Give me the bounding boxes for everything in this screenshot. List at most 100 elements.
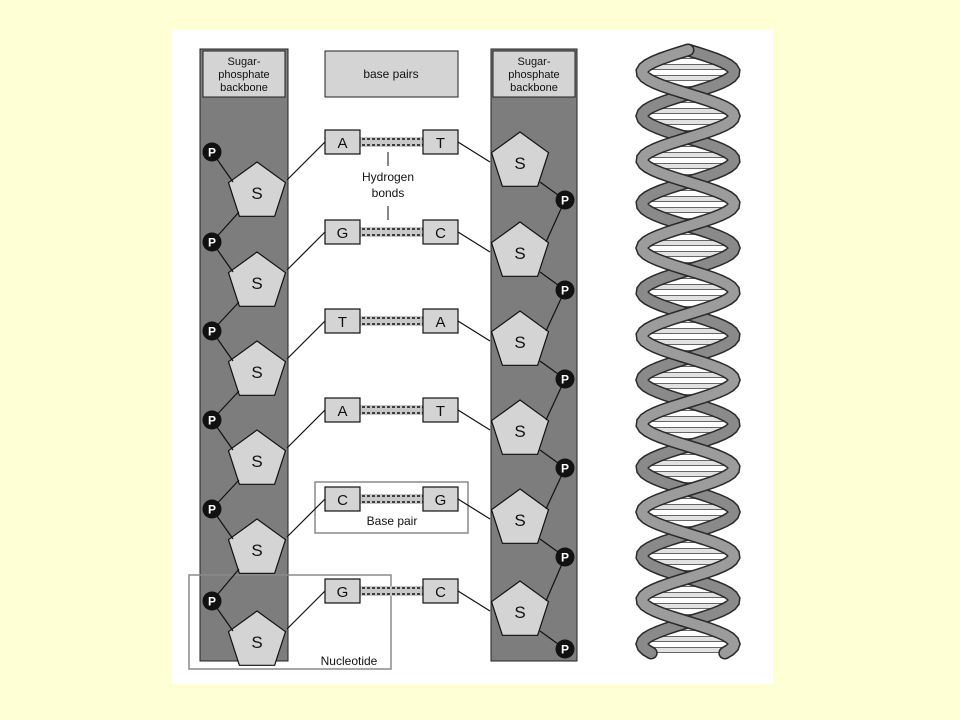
helix-strand-b-fill xyxy=(636,45,740,658)
base-box-left xyxy=(324,397,361,423)
hydrogen-bond-band xyxy=(360,405,426,415)
nucleotide-highlight-box xyxy=(188,574,392,670)
base-pair-highlight-box xyxy=(314,481,469,534)
right-sugar-base-link xyxy=(457,320,491,342)
right-sugar-base-link xyxy=(457,141,491,163)
right-sugar-label: S xyxy=(514,333,525,352)
phosphate-circle xyxy=(202,410,222,430)
right-sugar-base-link xyxy=(457,231,491,253)
right-backbone-header-box xyxy=(492,50,576,98)
hydrogen-bonds-label-line-1: Hydrogen xyxy=(362,170,414,184)
phosphate-label: P xyxy=(561,194,569,208)
left-sugar-label: S xyxy=(251,541,262,560)
left-sugar-pentagon xyxy=(227,340,287,396)
base-right-letter: C xyxy=(435,225,446,242)
phosphate-circle xyxy=(202,232,222,252)
left-sugar-base-link xyxy=(286,231,326,271)
base-left-letter: A xyxy=(337,135,347,152)
phosphate-label: P xyxy=(208,414,216,428)
base-right-letter: G xyxy=(435,492,447,509)
phosphate-label: P xyxy=(208,503,216,517)
right-sugar-pentagon xyxy=(490,488,550,544)
left-backbone-header-line-2: phosphate xyxy=(218,69,269,81)
helix-rung xyxy=(649,647,727,653)
left-sugar-label: S xyxy=(251,363,262,382)
base-box-right xyxy=(422,308,459,334)
phosphate-label: P xyxy=(208,236,216,250)
base-pair-label: Base pair xyxy=(367,514,418,528)
left-backbone-header-line-1: Sugar- xyxy=(227,56,260,68)
base-box-left xyxy=(324,578,361,604)
right-sugar-label: S xyxy=(514,154,525,173)
base-box-right xyxy=(422,129,459,155)
right-sugar-pentagon xyxy=(490,131,550,187)
phosphate-circle xyxy=(202,142,222,162)
phosphate-circle xyxy=(555,369,575,389)
phosphate-label: P xyxy=(208,325,216,339)
phosphate-circle xyxy=(555,190,575,210)
left-sugar-base-link xyxy=(286,409,326,449)
right-sugar-label: S xyxy=(514,511,525,530)
phosphate-circle xyxy=(555,280,575,300)
nucleotide-label: Nucleotide xyxy=(321,654,378,668)
right-sugar-base-link xyxy=(457,498,491,520)
left-sugar-label: S xyxy=(251,633,262,652)
base-box-right xyxy=(422,486,459,512)
base-left-letter: C xyxy=(337,492,348,509)
right-sugar-base-link xyxy=(457,409,491,431)
right-backbone-header-line-2: phosphate xyxy=(508,69,559,81)
base-box-left xyxy=(324,486,361,512)
hydrogen-bond-band xyxy=(360,586,426,596)
left-sugar-pentagon xyxy=(227,251,287,307)
base-box-left xyxy=(324,129,361,155)
base-pairs-header: base pairs xyxy=(363,67,418,81)
phosphate-label: P xyxy=(561,643,569,657)
right-backbone-header-line-1: Sugar- xyxy=(517,56,550,68)
right-sugar-label: S xyxy=(514,244,525,263)
hydrogen-bond-band xyxy=(360,137,426,147)
right-sugar-label: S xyxy=(514,603,525,622)
left-sugar-base-link xyxy=(286,498,326,538)
base-left-letter: G xyxy=(337,225,349,242)
base-box-right xyxy=(422,219,459,245)
base-right-letter: T xyxy=(436,135,445,152)
hydrogen-bonds-label-line-2: bonds xyxy=(372,186,405,200)
phosphate-circle xyxy=(555,458,575,478)
base-box-right xyxy=(422,397,459,423)
base-box-left xyxy=(324,308,361,334)
right-sugar-pentagon xyxy=(490,310,550,366)
phosphate-label: P xyxy=(208,146,216,160)
left-sugar-base-link xyxy=(286,590,326,630)
left-sugar-pentagon xyxy=(227,610,287,666)
base-left-letter: A xyxy=(337,403,347,420)
left-sugar-base-link xyxy=(286,141,326,181)
phosphate-circle xyxy=(555,547,575,567)
left-sugar-label: S xyxy=(251,452,262,471)
left-sugar-pentagon xyxy=(227,161,287,217)
base-right-letter: C xyxy=(435,584,446,601)
right-sugar-pentagon xyxy=(490,221,550,277)
right-sugar-pentagon xyxy=(490,399,550,455)
left-sugar-label: S xyxy=(251,274,262,293)
base-right-letter: A xyxy=(435,314,445,331)
phosphate-circle xyxy=(555,639,575,659)
phosphate-label: P xyxy=(561,373,569,387)
right-backbone-header-line-3: backbone xyxy=(510,82,558,94)
left-sugar-base-link xyxy=(286,320,326,360)
left-sugar-label: S xyxy=(251,184,262,203)
left-sugar-pentagon xyxy=(227,518,287,574)
right-sugar-pentagon xyxy=(490,580,550,636)
base-left-letter: G xyxy=(337,584,349,601)
phosphate-label: P xyxy=(208,595,216,609)
base-right-letter: T xyxy=(436,403,445,420)
left-backbone-header-line-3: backbone xyxy=(220,82,268,94)
phosphate-label: P xyxy=(561,462,569,476)
phosphate-label: P xyxy=(561,551,569,565)
phosphate-circle xyxy=(202,321,222,341)
hydrogen-bond-band xyxy=(360,316,426,326)
left-backbone-header-box xyxy=(202,50,286,98)
base-left-letter: T xyxy=(338,314,347,331)
right-sugar-label: S xyxy=(514,422,525,441)
left-sugar-pentagon xyxy=(227,429,287,485)
